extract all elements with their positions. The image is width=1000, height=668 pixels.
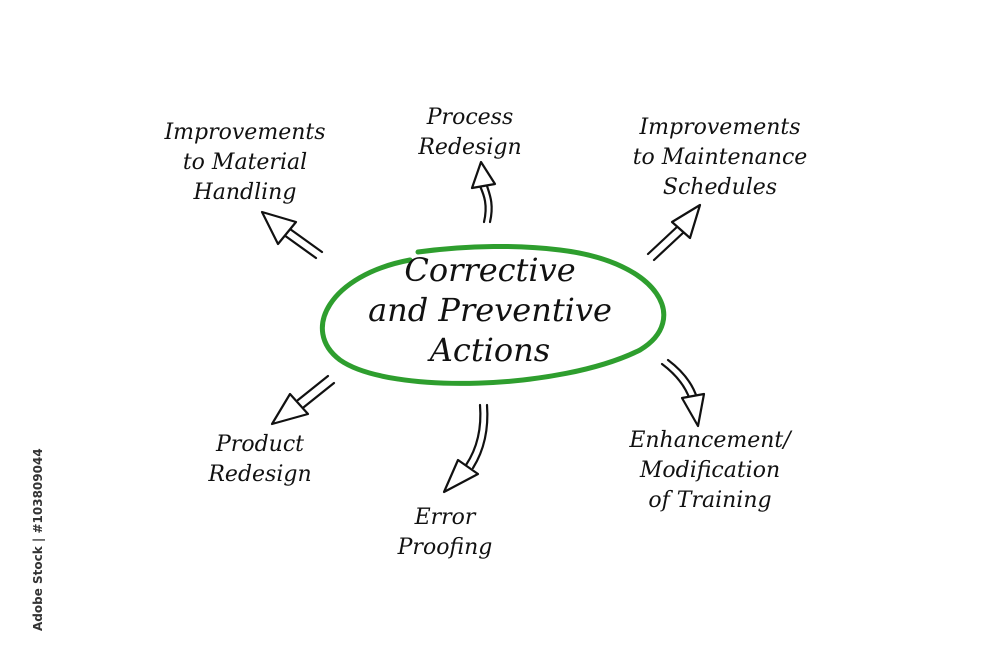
center-line-3: Actions — [429, 331, 551, 369]
arrow-to-training — [660, 358, 706, 428]
center-line-2: and Preventive — [368, 291, 612, 329]
center-line-1: Corrective — [404, 251, 576, 289]
node-training: Enhancement/ Modification of Training — [629, 428, 791, 513]
node-maintenance-schedules: Improvements to Maintenance Schedules — [632, 115, 808, 200]
arrow-to-product-redesign — [270, 374, 336, 426]
node-material-handling: Improvements to Material Handling — [164, 120, 326, 205]
arrow-to-process-redesign — [470, 160, 497, 224]
stock-credit: Adobe Stock | #103809044 — [31, 448, 45, 632]
arrow-to-maintenance-schedules — [646, 203, 702, 262]
node-product-redesign: Product Redesign — [208, 432, 312, 487]
center-ellipse — [319, 243, 667, 386]
node-process-redesign: Process Redesign — [418, 105, 522, 160]
arrow-to-error-proofing — [442, 403, 489, 494]
node-error-proofing: Error Proofing — [397, 505, 493, 560]
arrow-to-material-handling — [260, 210, 324, 260]
center-title: Corrective and Preventive Actions — [320, 250, 660, 370]
